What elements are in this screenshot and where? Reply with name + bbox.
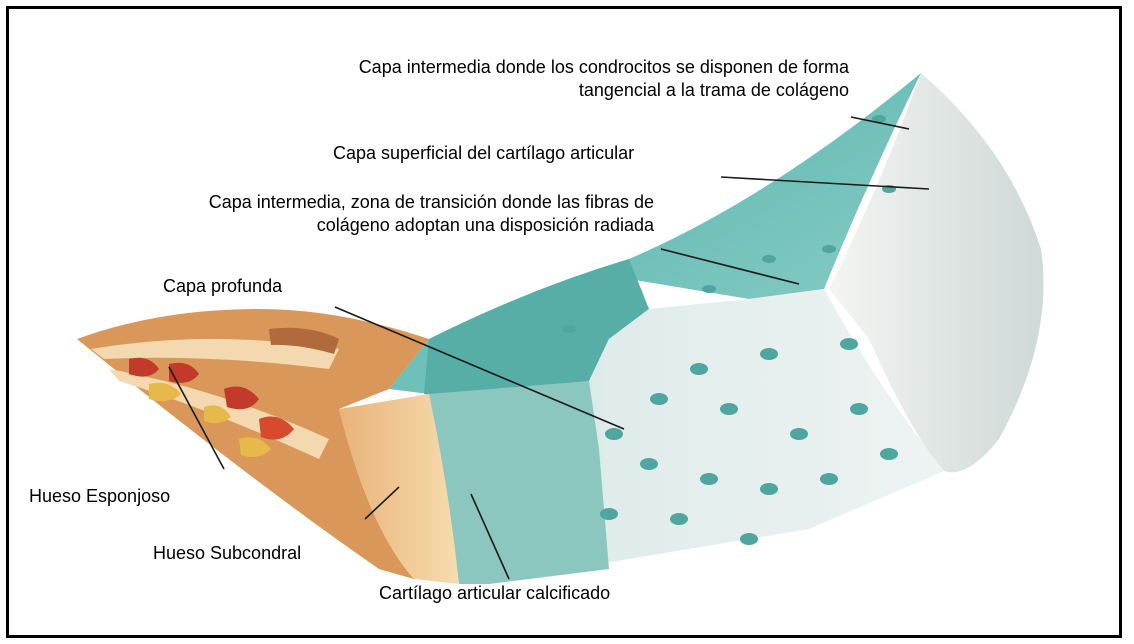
label-hueso-subcondral: Hueso Subcondral [153,542,301,565]
label-capa-intermedia-transicion: Capa intermedia, zona de transición dond… [39,191,654,237]
label-capa-superficial: Capa superficial del cartílago articular [333,142,634,165]
label-cartilago-calcificado: Cartílago articular calcificado [379,582,610,605]
label-capa-intermedia-tangencial-line1: Capa intermedia donde los condrocitos se… [169,56,849,79]
label-capa-intermedia-tangencial-line2: tangencial a la trama de colágeno [169,79,849,102]
label-capa-intermedia-transicion-line1: Capa intermedia, zona de transición dond… [39,191,654,214]
figure-frame: Capa intermedia donde los condrocitos se… [6,6,1122,638]
label-capa-profunda: Capa profunda [163,275,282,298]
label-capa-intermedia-tangencial: Capa intermedia donde los condrocitos se… [169,56,849,102]
label-capa-intermedia-transicion-line2: colágeno adoptan una disposición radiada [39,214,654,237]
label-hueso-esponjoso: Hueso Esponjoso [29,485,170,508]
